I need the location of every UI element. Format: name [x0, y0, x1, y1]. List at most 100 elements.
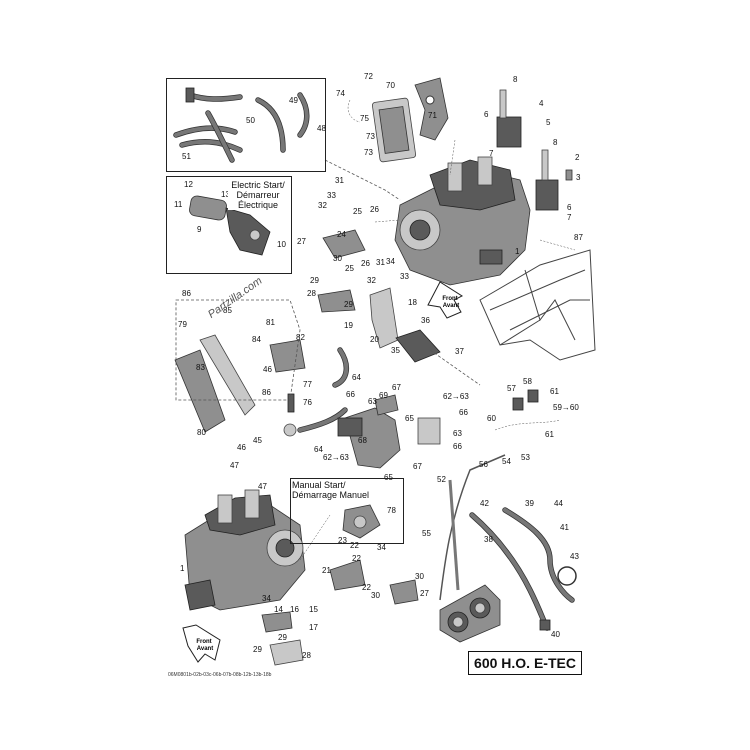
- callout-number: 61: [550, 387, 559, 396]
- callout-number: 33: [327, 191, 336, 200]
- callout-number: 63: [368, 397, 377, 406]
- callout-number: 81: [266, 318, 275, 327]
- callout-number: 22: [352, 554, 361, 563]
- callout-number: 1: [515, 247, 520, 256]
- front-direction-arrow-bottom: Front Avant: [182, 624, 221, 663]
- callout-number: 6: [484, 110, 489, 119]
- throttle-sensors-illustration: [439, 389, 561, 601]
- manual-starter-illustration: [342, 504, 381, 539]
- callout-number: 57: [507, 384, 516, 393]
- callout-number: 22: [362, 583, 371, 592]
- callout-number: 32: [367, 276, 376, 285]
- callout-number: 62→63: [323, 453, 349, 462]
- callout-number: 30: [371, 591, 380, 600]
- callout-number: 30: [333, 254, 342, 263]
- callout-number: 84: [252, 335, 261, 344]
- callout-number: 79: [178, 320, 187, 329]
- electric-start-box: [166, 176, 292, 274]
- manual-start-label: Manual Start/ Démarrage Manuel: [292, 480, 372, 500]
- callout-number: 30: [415, 572, 424, 581]
- callout-number: 64: [314, 445, 323, 454]
- front-label-top-2: Avant: [443, 303, 459, 309]
- bottom-mounts-illustration: [261, 559, 419, 666]
- electric-start-line-3: Électrique: [237, 200, 279, 210]
- manual-start-line-2: Démarrage Manuel: [292, 490, 370, 500]
- ecm-module-illustration: [347, 77, 449, 163]
- hose-kit-illustration: [173, 87, 310, 163]
- callout-number: 72: [364, 72, 373, 81]
- callout-number: 67: [413, 462, 422, 471]
- callout-number: 10: [277, 240, 286, 249]
- callout-number: 27: [297, 237, 306, 246]
- callout-number: 3: [576, 173, 581, 182]
- callout-number: 48: [317, 124, 326, 133]
- callout-number: 29: [310, 276, 319, 285]
- callout-number: 21: [322, 566, 331, 575]
- callout-number: 66: [346, 390, 355, 399]
- callout-number: 60: [487, 414, 496, 423]
- electric-starter-illustration: [189, 195, 271, 256]
- callout-number: 46: [237, 443, 246, 452]
- callout-number: 22: [350, 541, 359, 550]
- callout-number: 85: [223, 306, 232, 315]
- callout-number: 78: [387, 506, 396, 515]
- callout-number: 13: [221, 190, 230, 199]
- callout-number: 34: [386, 257, 395, 266]
- exhaust-hoses-illustration: [469, 507, 577, 631]
- callout-number: 34: [262, 594, 271, 603]
- callout-number: 15: [309, 605, 318, 614]
- manual-start-line-1: Manual Start/: [292, 480, 346, 490]
- front-label-top-1: Front: [442, 296, 457, 302]
- callout-number: 47: [230, 461, 239, 470]
- callout-number: 87: [574, 233, 583, 242]
- callout-number: 51: [182, 152, 191, 161]
- callout-number: 70: [386, 81, 395, 90]
- throttle-bodies-illustration: [439, 584, 501, 643]
- callout-number: 49: [289, 96, 298, 105]
- bottom-engine-illustration: [184, 489, 331, 611]
- callout-number: 73: [364, 148, 373, 157]
- callout-number: 29: [253, 645, 262, 654]
- oil-pump-illustration: [337, 394, 441, 469]
- callout-number: 66: [453, 442, 462, 451]
- callout-number: 5: [546, 118, 551, 127]
- reference-code: 06M0801b-02b-03c-06b-07b-08b-12b-13b-18b: [168, 672, 272, 678]
- callout-number: 54: [502, 457, 511, 466]
- callout-number: 31: [335, 176, 344, 185]
- heat-shield-illustration: [174, 334, 349, 437]
- callout-number: 33: [400, 272, 409, 281]
- callout-number: 23: [338, 536, 347, 545]
- callout-number: 29: [278, 633, 287, 642]
- callout-number: 46: [263, 365, 272, 374]
- ignition-coils-illustration: [496, 89, 573, 211]
- callout-number: 8: [553, 138, 558, 147]
- callout-number: 1: [180, 564, 185, 573]
- main-engine-illustration: [394, 139, 531, 286]
- callout-number: 9: [197, 225, 202, 234]
- callout-number: 59→60: [553, 403, 579, 412]
- callout-number: 26: [361, 259, 370, 268]
- callout-number: 38: [484, 535, 493, 544]
- callout-number: 25: [353, 207, 362, 216]
- hose-kit-box: [166, 78, 326, 172]
- callout-number: 71: [428, 111, 437, 120]
- callout-number: 64: [352, 373, 361, 382]
- callout-number: 35: [391, 346, 400, 355]
- callout-number: 12: [184, 180, 193, 189]
- callout-number: 80: [197, 428, 206, 437]
- callout-number: 29: [344, 300, 353, 309]
- front-label-bottom-1: Front: [196, 639, 211, 645]
- callout-number: 86: [182, 289, 191, 298]
- callout-number: 41: [560, 523, 569, 532]
- callout-number: 16: [290, 605, 299, 614]
- callout-number: 18: [408, 298, 417, 307]
- callout-number: 50: [246, 116, 255, 125]
- callout-number: 52: [437, 475, 446, 484]
- callout-number: 61: [545, 430, 554, 439]
- callout-number: 37: [455, 347, 464, 356]
- electric-start-line-2: Démarreur: [236, 190, 280, 200]
- callout-number: 39: [525, 499, 534, 508]
- callout-number: 28: [302, 651, 311, 660]
